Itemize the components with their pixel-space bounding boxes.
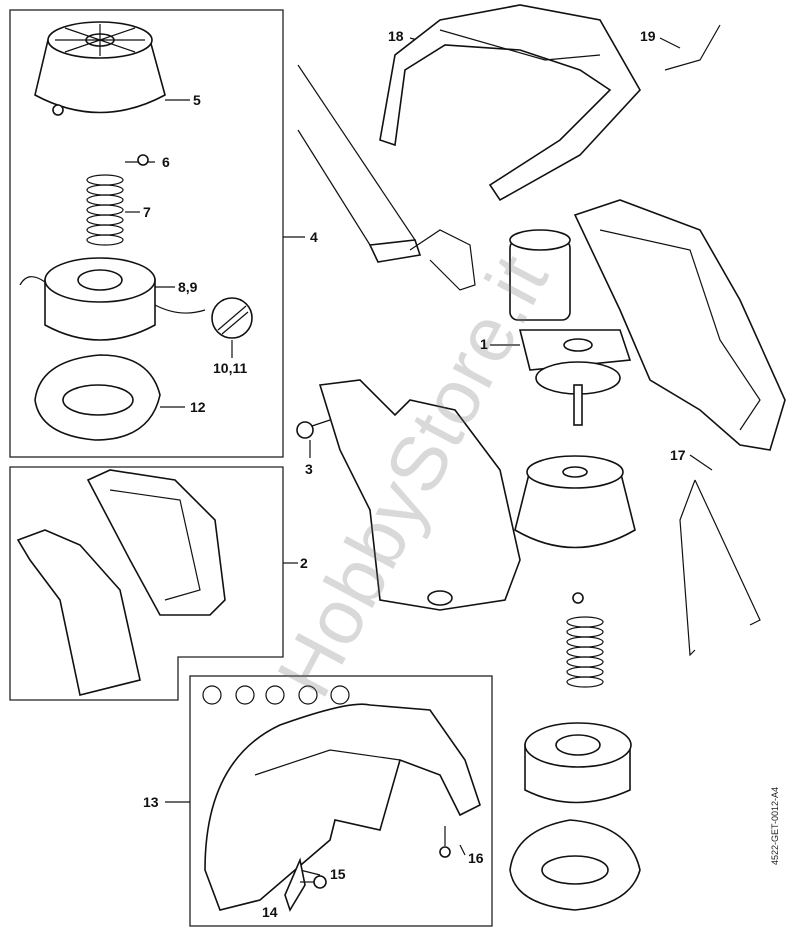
callout-5: 5 (193, 92, 201, 108)
callout-6: 6 (162, 154, 170, 170)
part-2-housing (16, 469, 226, 696)
group-box-4 (9, 9, 284, 458)
spool-cap-assembled (514, 455, 636, 549)
callout-19: 19 (640, 28, 656, 44)
part-6-clip (137, 154, 149, 166)
spring-assembled (566, 616, 604, 688)
callout-12: 12 (190, 399, 206, 415)
part-7-spring (86, 174, 124, 246)
callout-1: 1 (480, 336, 488, 352)
housing-cover (318, 379, 521, 611)
callout-4: 4 (310, 229, 318, 245)
callout-2: 2 (300, 555, 308, 571)
part-3-screw (296, 419, 331, 439)
drive-shaft-tube (297, 64, 476, 291)
callout-18: 18 (388, 28, 404, 44)
part-15-screw (300, 875, 327, 889)
callout-16: 16 (468, 850, 484, 866)
callout-3: 3 (305, 461, 313, 477)
plate-assembled (509, 819, 641, 911)
group-box-13 (189, 675, 493, 927)
group-box-2 (9, 466, 284, 701)
part-8-9-line-spool (19, 257, 206, 341)
part-10-11-trimmer-line (211, 297, 253, 339)
right-housing-half (573, 199, 786, 451)
part-12-plate (34, 354, 161, 441)
callout-14: 14 (262, 904, 278, 920)
callout-13: 13 (143, 794, 159, 810)
part-5-spool-cap (34, 21, 166, 116)
drawing-code: 4522-GET-0012-A4 (770, 786, 780, 865)
callout-7: 7 (143, 204, 151, 220)
part-19-hex-key (664, 24, 721, 71)
part-13-guard (202, 685, 481, 911)
callout-17: 17 (670, 447, 686, 463)
callout-10-11: 10,11 (213, 360, 248, 376)
warning-symbols (202, 685, 350, 705)
clip-assembled (572, 592, 584, 604)
part-18-safety-glasses (379, 4, 641, 202)
callout-8-9: 8,9 (178, 279, 198, 295)
part-1-motor-gear (509, 229, 632, 426)
callout-15: 15 (330, 866, 346, 882)
part-17-wire-bracket (679, 479, 761, 657)
line-spool-assembled (524, 722, 632, 804)
part-14-clip (284, 857, 306, 912)
part-16-screw (439, 826, 451, 858)
